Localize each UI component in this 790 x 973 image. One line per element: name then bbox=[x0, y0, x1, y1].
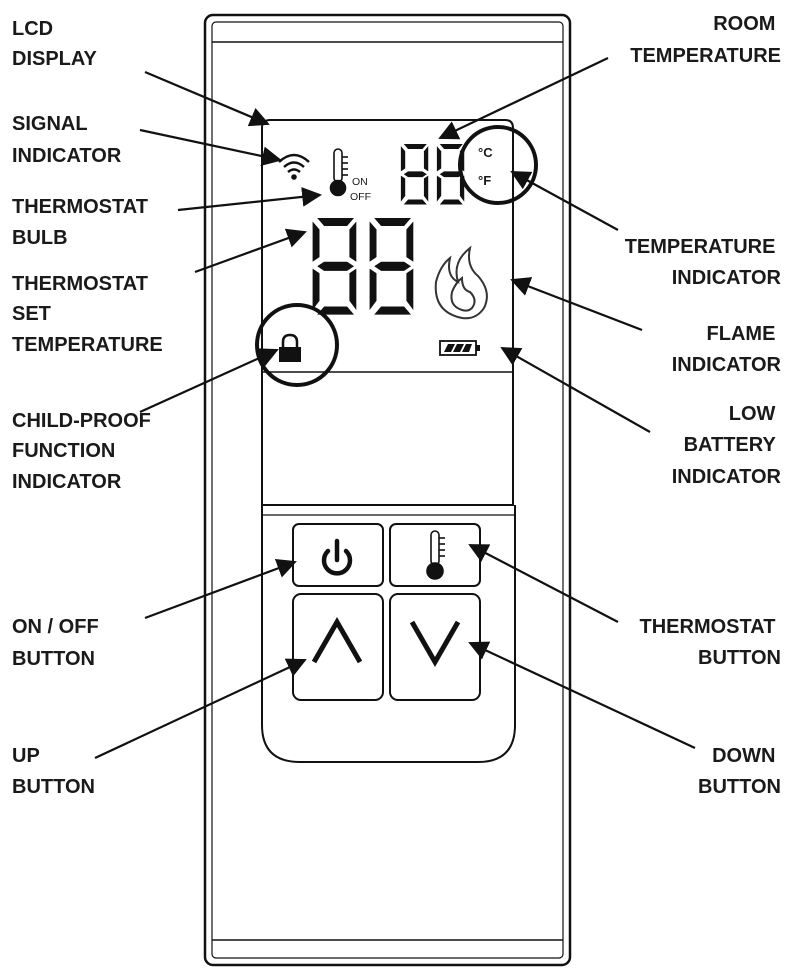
label-flame-indicator: FLAME INDICATOR bbox=[672, 323, 782, 376]
thermometer-icon bbox=[329, 148, 348, 197]
on-off-button[interactable] bbox=[292, 523, 384, 587]
off-text: OFF bbox=[350, 191, 371, 203]
temperature-indicator-highlight bbox=[458, 125, 538, 205]
label-low-battery-indicator: LOW BATTERY INDICATOR bbox=[672, 403, 782, 488]
room-temperature-digits bbox=[400, 144, 465, 205]
wifi-signal-icon bbox=[278, 153, 310, 180]
label-lcd-display: LCD DISPLAY bbox=[12, 18, 98, 70]
label-thermostat-bulb: THERMOSTAT BULB bbox=[12, 196, 153, 249]
thermometer-button-icon bbox=[426, 530, 445, 580]
label-down-button: DOWN BUTTON bbox=[698, 745, 781, 798]
set-temperature-digits bbox=[312, 218, 414, 315]
flame-icon bbox=[434, 245, 488, 320]
label-thermostat-button: THERMOSTAT BUTTON bbox=[640, 616, 781, 669]
chevron-down-icon bbox=[409, 620, 461, 668]
lock-icon bbox=[279, 333, 301, 362]
label-up-button: UP BUTTON bbox=[12, 745, 95, 798]
label-on-off-button: ON / OFF BUTTON bbox=[12, 616, 104, 670]
remote-body bbox=[203, 13, 572, 967]
thermostat-button[interactable] bbox=[389, 523, 481, 587]
label-room-temperature: ROOM TEMPERATURE bbox=[630, 13, 781, 67]
lcd-display: ON OFF °C °F bbox=[255, 125, 538, 387]
leader-lines bbox=[94, 57, 696, 759]
chevron-up-icon bbox=[311, 616, 363, 664]
label-signal-indicator: SIGNAL INDICATOR bbox=[12, 113, 122, 167]
power-icon bbox=[321, 538, 353, 576]
down-button[interactable] bbox=[389, 593, 481, 701]
celsius-text: °C bbox=[478, 145, 493, 160]
label-child-proof-indicator: CHILD-PROOF FUNCTION INDICATOR bbox=[12, 410, 156, 493]
fahrenheit-text: °F bbox=[478, 173, 491, 188]
on-text: ON bbox=[352, 176, 368, 188]
up-button[interactable] bbox=[292, 593, 384, 701]
battery-icon bbox=[439, 340, 480, 356]
child-proof-highlight bbox=[255, 303, 339, 387]
label-temperature-indicator: TEMPERATURE INDICATOR bbox=[625, 236, 782, 289]
label-thermostat-set-temperature: THERMOSTAT SET TEMPERATURE bbox=[12, 273, 163, 356]
